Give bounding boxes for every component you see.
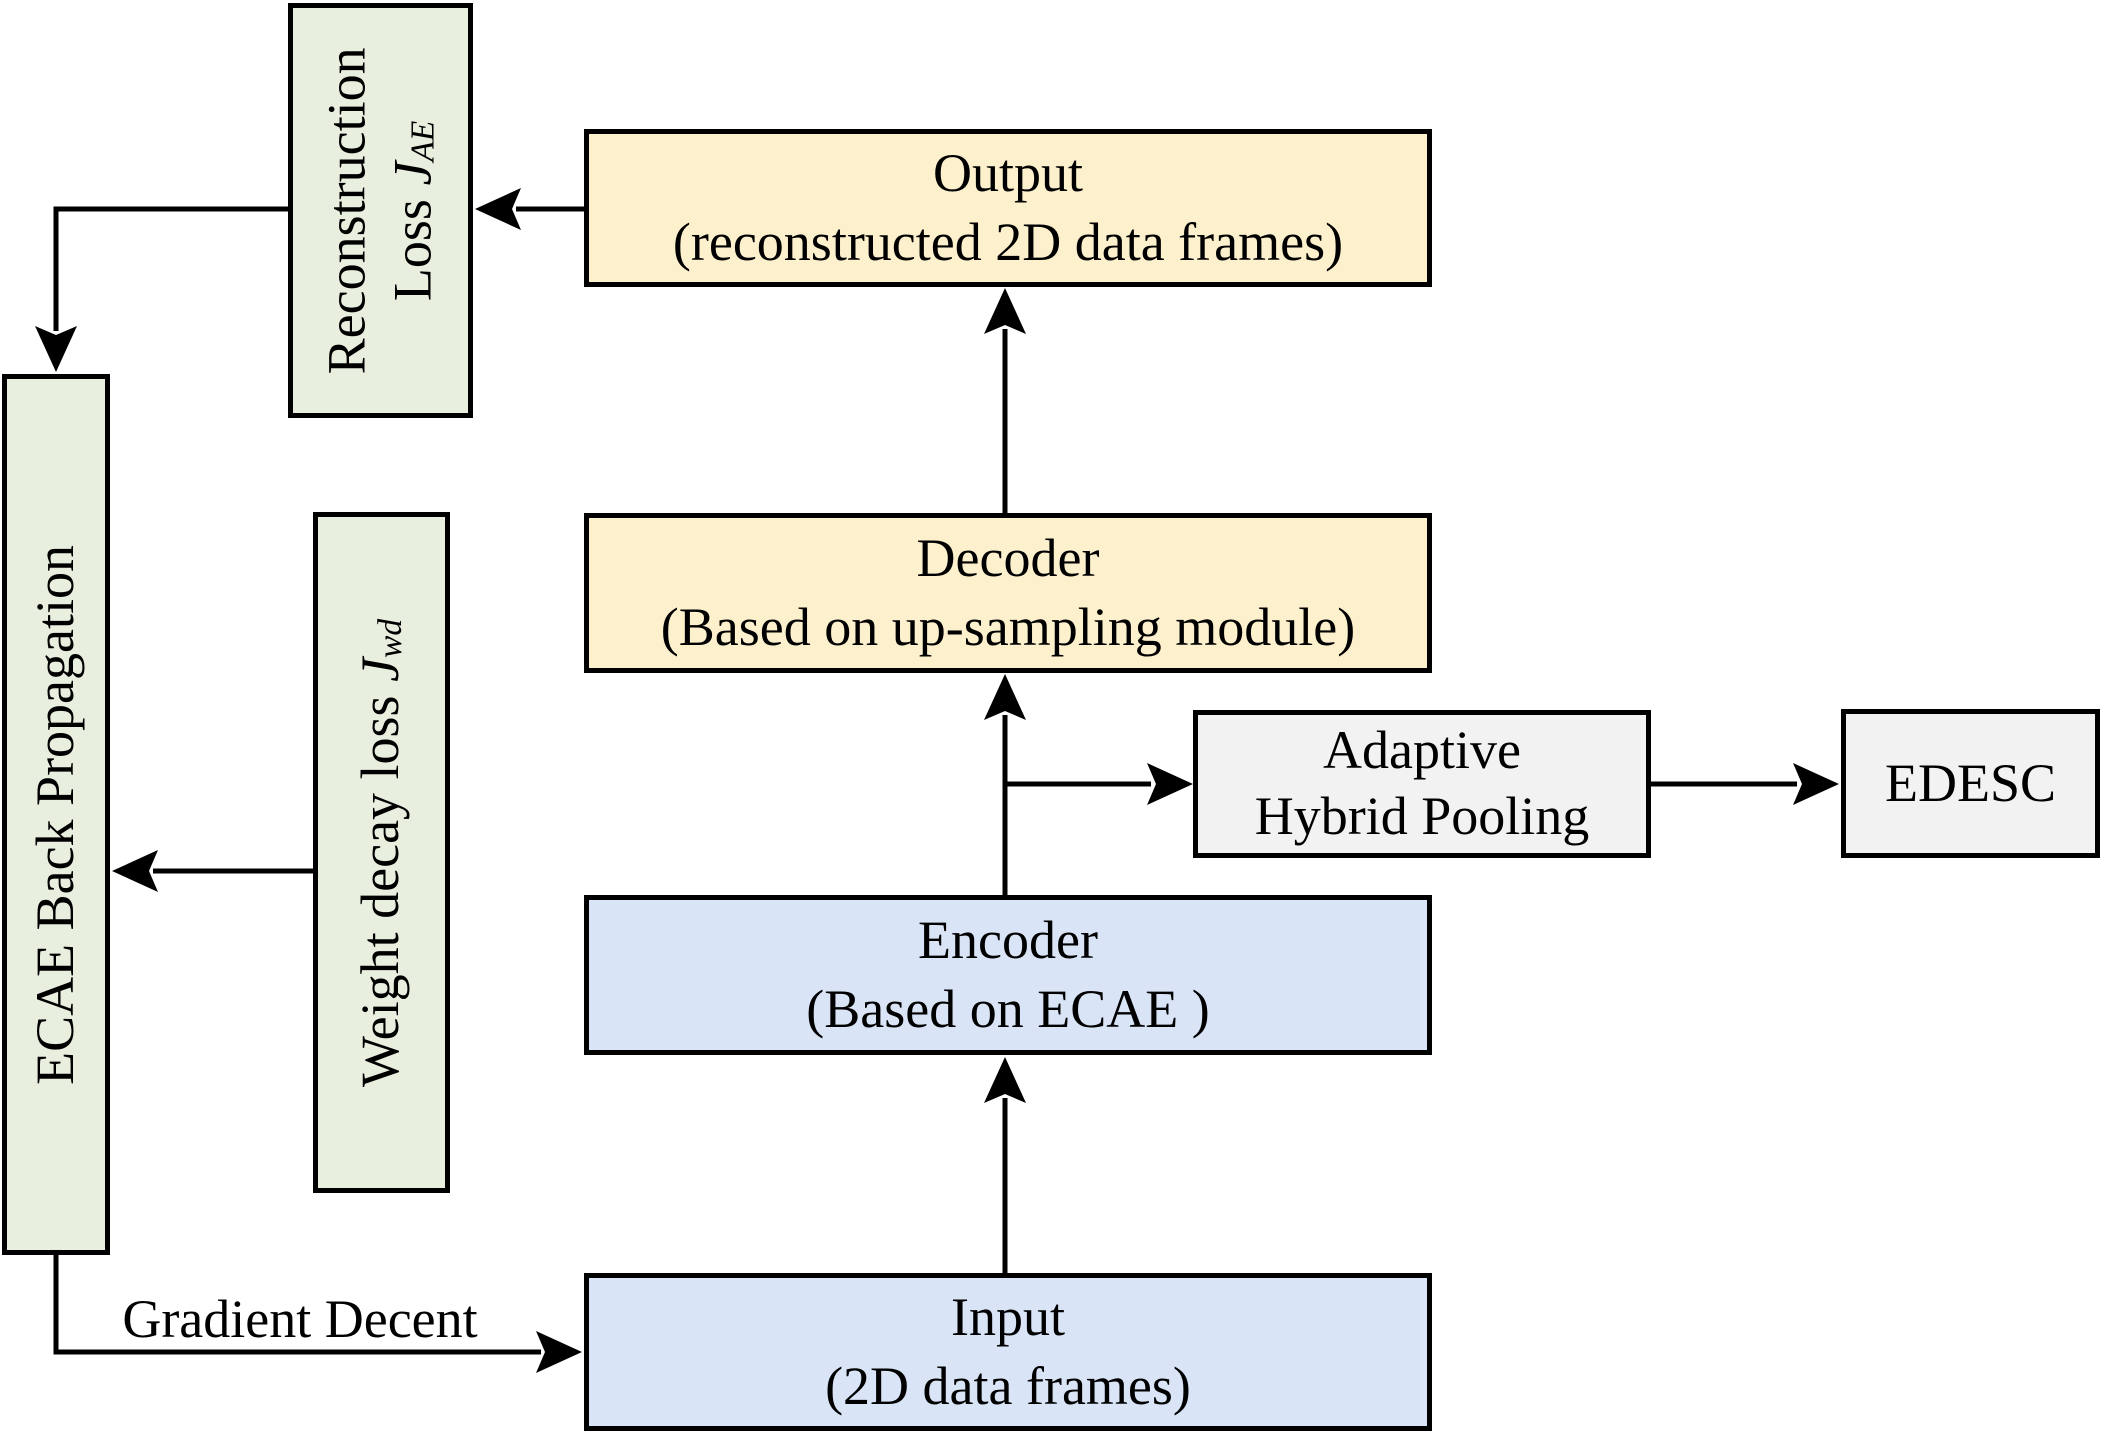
- arrow-output-to-reconstruction-loss-head: [475, 188, 521, 230]
- reconstruction-loss-label: Reconstruction Loss JAE: [315, 47, 447, 374]
- arrow-reconstruction-loss-to-ecae-back-propagation: [35, 206, 288, 372]
- arrow-decoder-to-output: [984, 288, 1026, 513]
- arrow-branch-to-adaptive-head: [1147, 763, 1193, 805]
- decoder-box: Decoder (Based on up-sampling module): [584, 513, 1432, 673]
- arrow-input-to-encoder: [984, 1057, 1026, 1273]
- output-box: Output (reconstructed 2D data frames): [584, 129, 1432, 287]
- reconstruction-loss-line2: Loss JAE: [382, 120, 443, 301]
- input-box: Input (2D data frames): [584, 1273, 1432, 1431]
- decoder-label-line1: Decoder: [916, 528, 1100, 589]
- loss-symbol-jae: J: [382, 161, 443, 186]
- arrow-weight-decay-to-ecae-head: [112, 850, 158, 892]
- output-label-line1: Output: [932, 143, 1083, 204]
- encoder-label-line1: Encoder: [918, 910, 1098, 971]
- ecae-back-propagation-label: ECAE Back Propagation: [25, 544, 86, 1085]
- input-label-line1: Input: [951, 1287, 1065, 1348]
- reconstruction-loss-box: Reconstruction Loss JAE: [288, 3, 473, 418]
- arrow-adaptive-to-edesc-head: [1793, 763, 1839, 805]
- decoder-label-line2: (Based on up-sampling module): [660, 597, 1356, 657]
- arrow-gradient-descent-head: [536, 1331, 582, 1373]
- adaptive-hybrid-pooling-line2: Hybrid Pooling: [1254, 786, 1590, 846]
- arrow-decoder-to-output-head: [984, 288, 1026, 334]
- gradient-descent-label: Gradient Decent: [122, 1289, 478, 1349]
- input-label-line2: (2D data frames): [825, 1356, 1191, 1416]
- encoder-label-line2: (Based on ECAE ): [806, 979, 1210, 1039]
- arrow-encoder-to-decoder: [984, 674, 1026, 895]
- edesc-box: EDESC: [1841, 709, 2100, 858]
- arrow-branch-to-adaptive-hybrid-pooling: [1005, 763, 1193, 805]
- ecae-back-propagation-box: ECAE Back Propagation: [2, 374, 110, 1255]
- arrow-input-to-encoder-head: [984, 1057, 1026, 1103]
- arrow-weight-decay-loss-to-ecae-back-propagation: [112, 850, 314, 892]
- arrow-encoder-to-decoder-head: [984, 674, 1026, 720]
- loss-subscript-wd: wd: [372, 618, 410, 658]
- arrow-reconstruction-loss-to-ecae-line: [53, 206, 288, 331]
- weight-decay-loss-box: Weight decay loss Jwd: [313, 512, 450, 1193]
- edesc-label: EDESC: [1884, 753, 2057, 814]
- encoder-box: Encoder (Based on ECAE ): [584, 895, 1432, 1055]
- arrow-reconstruction-loss-to-ecae-head: [35, 326, 77, 372]
- adaptive-hybrid-pooling-line1: Adaptive: [1323, 720, 1521, 781]
- adaptive-hybrid-pooling-box: Adaptive Hybrid Pooling: [1193, 710, 1651, 858]
- loss-symbol-jwd: J: [350, 657, 411, 682]
- loss-subscript-ae: AE: [404, 120, 442, 162]
- reconstruction-loss-line1: Reconstruction: [316, 47, 377, 374]
- arrow-adaptive-to-edesc: [1651, 763, 1839, 805]
- arrow-output-to-reconstruction-loss: [475, 188, 585, 230]
- output-label-line2: (reconstructed 2D data frames): [672, 212, 1344, 272]
- weight-decay-loss-label: Weight decay loss Jwd: [350, 618, 411, 1087]
